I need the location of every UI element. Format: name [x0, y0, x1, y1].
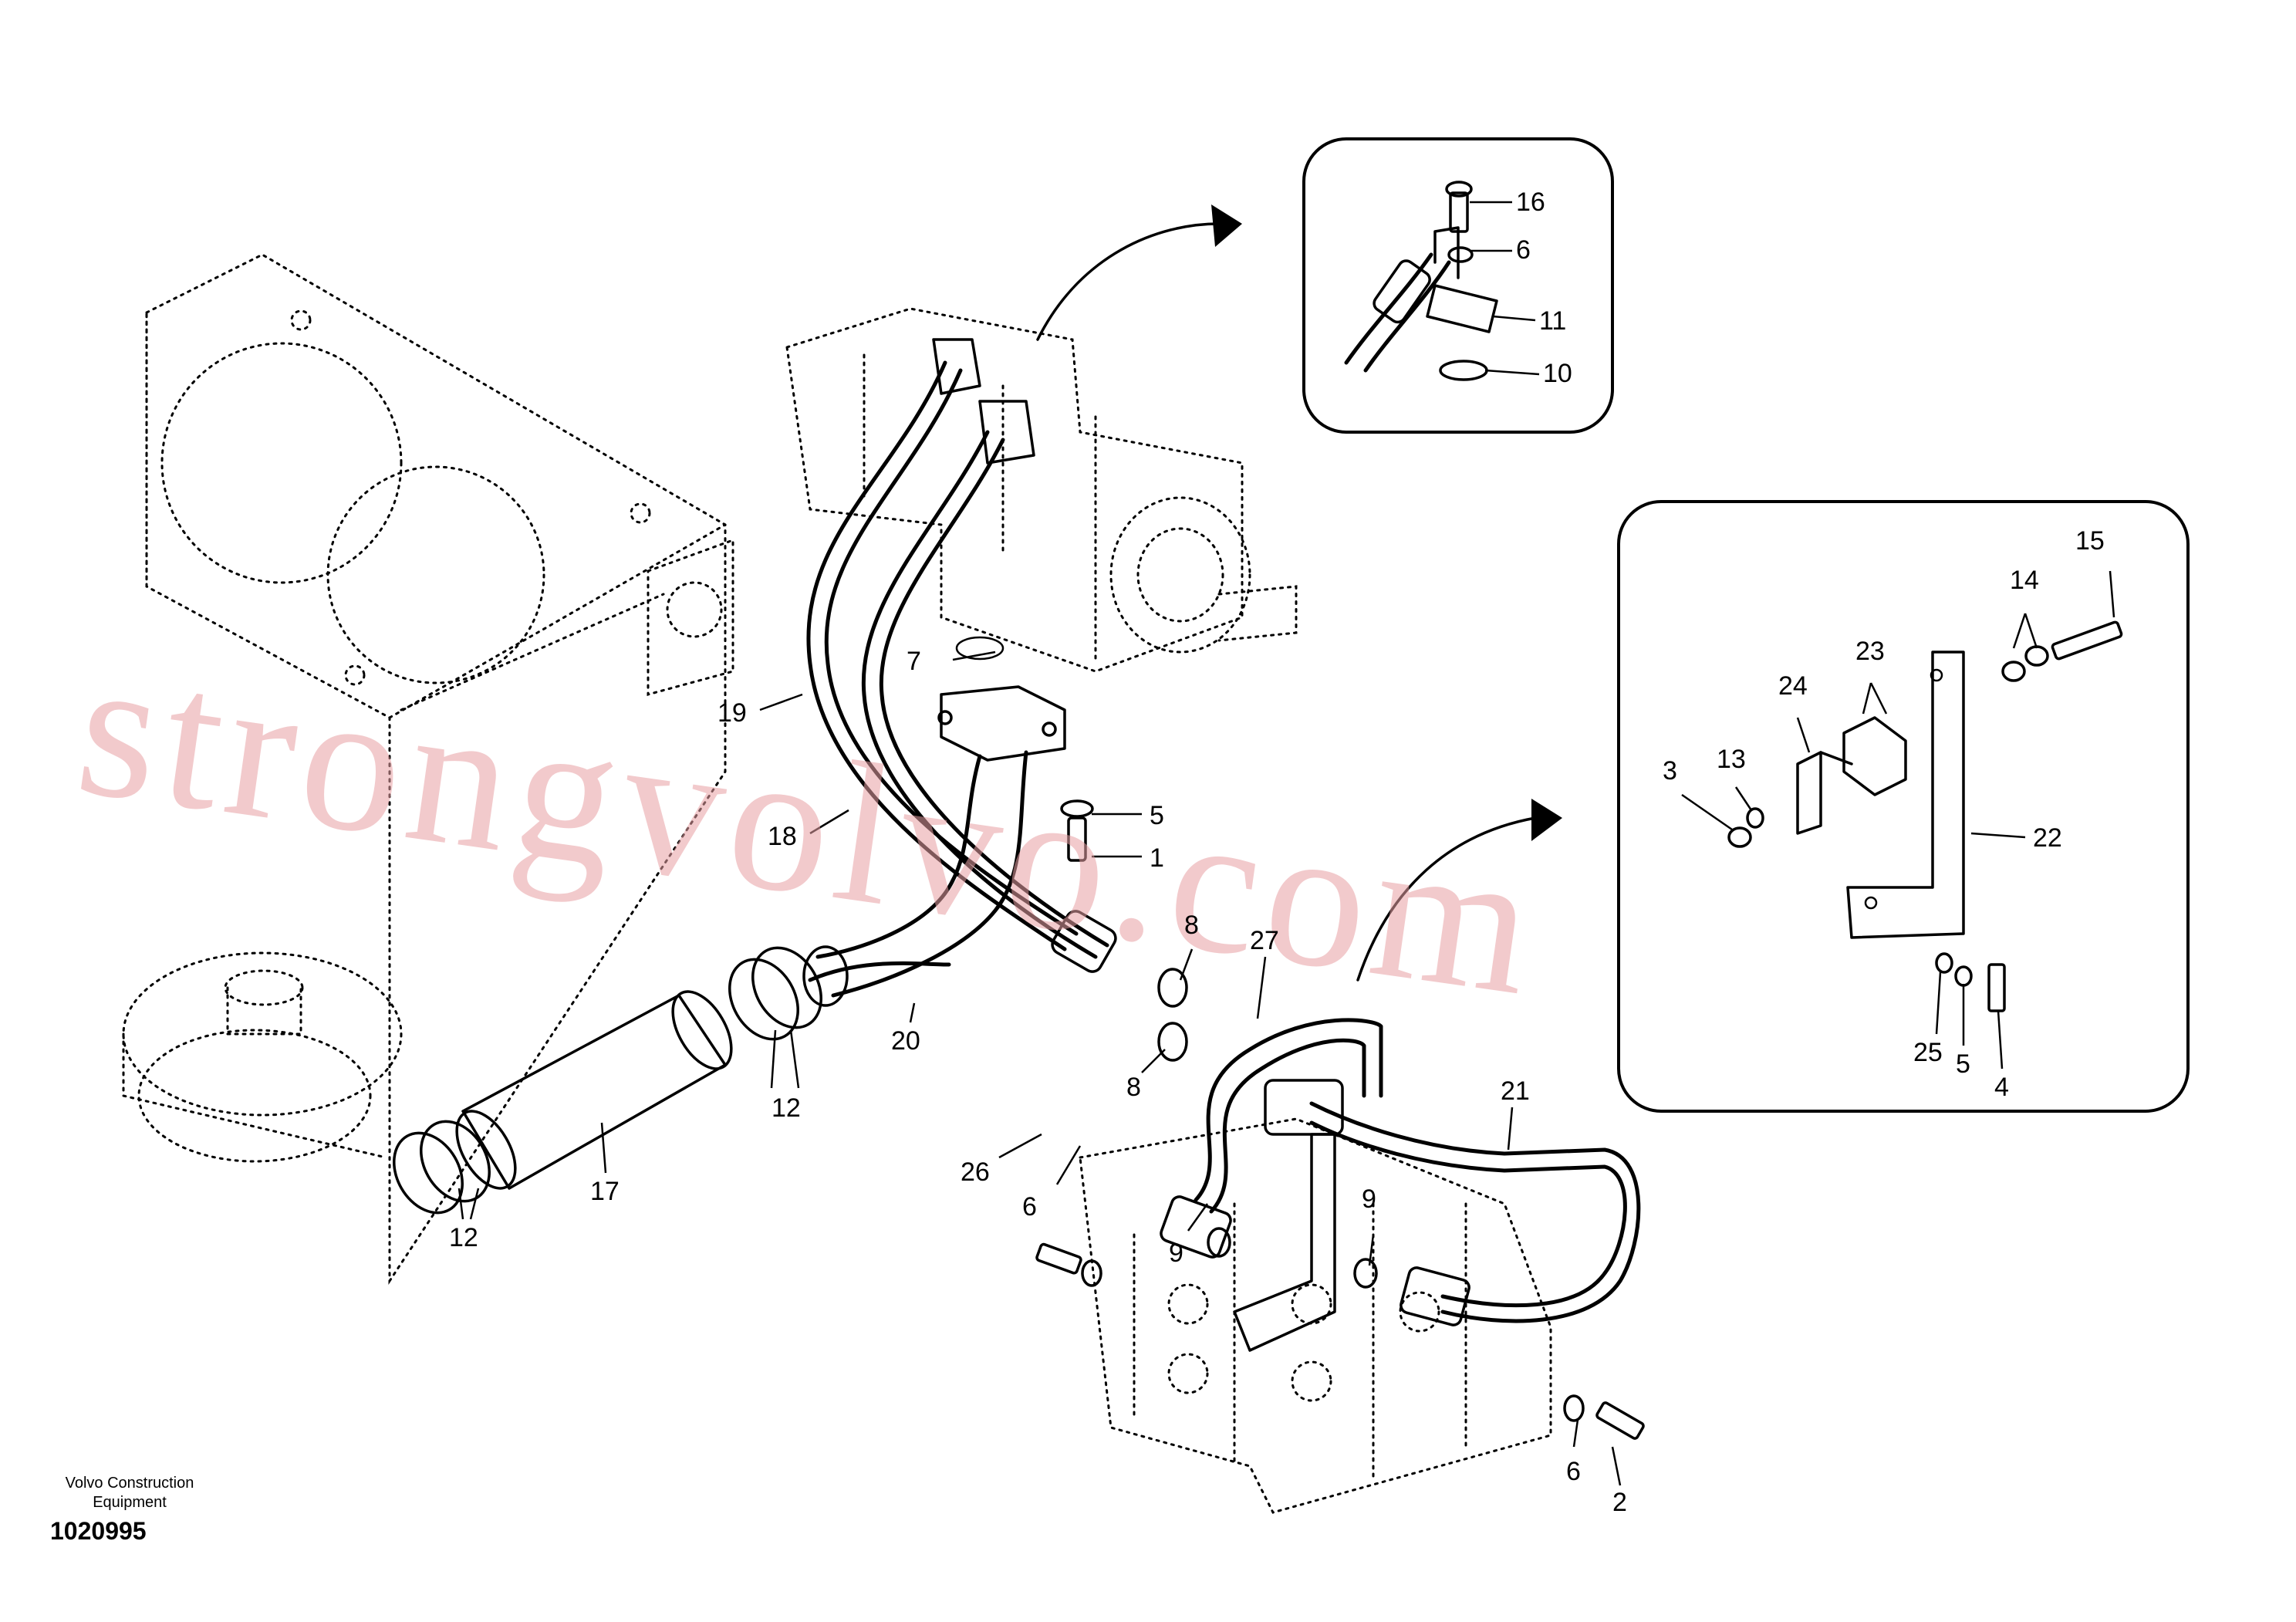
callout-24: 24 [1778, 671, 1808, 701]
callout-3: 3 [1663, 756, 1677, 786]
callout-19: 19 [718, 698, 747, 728]
company-name-line2: Equipment [93, 1494, 167, 1511]
callout-17: 17 [590, 1177, 620, 1206]
callout-18: 18 [768, 822, 797, 851]
leader-lines [458, 201, 2115, 1486]
valve-return-pipes [1157, 968, 1641, 1352]
callout-15: 15 [2075, 526, 2105, 556]
callout-6-inset: 6 [1516, 235, 1531, 265]
footer-block: Volvo Construction Equipment 1020995 [50, 1475, 194, 1545]
company-name-line1: Volvo Construction [66, 1475, 194, 1492]
callout-8-upper: 8 [1184, 911, 1199, 940]
callout-2: 2 [1612, 1488, 1627, 1517]
callout-21: 21 [1501, 1076, 1530, 1106]
callout-22: 22 [2033, 823, 2062, 853]
document-number: 1020995 [50, 1517, 147, 1545]
inset-pump-flange-detail [1302, 137, 1614, 434]
callout-6-valve: 6 [1022, 1192, 1037, 1222]
hydraulic-pump-outline [785, 307, 1298, 673]
callout-25: 25 [1913, 1038, 1943, 1067]
callout-14: 14 [2010, 566, 2039, 595]
callout-8-lower: 8 [1126, 1073, 1141, 1102]
callout-1: 1 [1150, 843, 1164, 873]
callout-13: 13 [1717, 745, 1746, 774]
control-valve-outline [1079, 1117, 1552, 1514]
callout-26: 26 [961, 1157, 990, 1187]
callout-12-middle: 12 [772, 1093, 801, 1123]
callout-27: 27 [1250, 926, 1279, 955]
callout-4: 4 [1994, 1073, 2009, 1102]
callout-11: 11 [1539, 306, 1566, 336]
callout-9-right: 9 [1362, 1184, 1376, 1214]
fasteners [1035, 799, 1645, 1440]
suction-pipe [802, 636, 1066, 1007]
callout-9-left: 9 [1169, 1238, 1183, 1268]
callout-7: 7 [907, 647, 921, 676]
callout-5-inset: 5 [1956, 1049, 1970, 1079]
callout-12-left: 12 [449, 1223, 478, 1252]
detail-arrows [1036, 204, 1562, 982]
hydraulic-tank-outline [145, 253, 734, 1286]
callout-10: 10 [1543, 359, 1572, 388]
callout-6-bottom: 6 [1566, 1457, 1581, 1486]
suction-filter-housing [122, 951, 403, 1163]
inset-clamp-bracket-detail [1617, 500, 2190, 1113]
callout-20: 20 [891, 1026, 920, 1056]
callout-16: 16 [1516, 188, 1545, 217]
callout-23: 23 [1855, 637, 1885, 666]
suction-hose [393, 946, 951, 1215]
callout-5: 5 [1150, 801, 1164, 830]
callout-labels: 16 6 11 10 15 14 23 24 13 3 22 25 5 4 19… [449, 188, 2105, 1517]
